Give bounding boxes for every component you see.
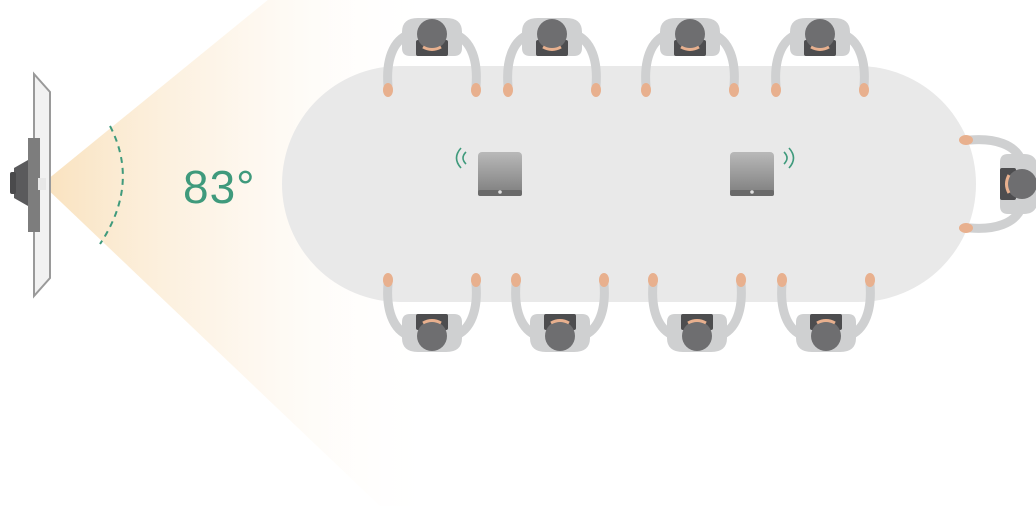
fov-angle-arc [99, 125, 124, 245]
camera-display-icon [10, 71, 51, 299]
conference-microphone-icon [730, 147, 795, 196]
conference-table [282, 66, 976, 302]
conference-microphone-icon [455, 147, 522, 196]
fov-angle-label: 83° [183, 161, 256, 213]
